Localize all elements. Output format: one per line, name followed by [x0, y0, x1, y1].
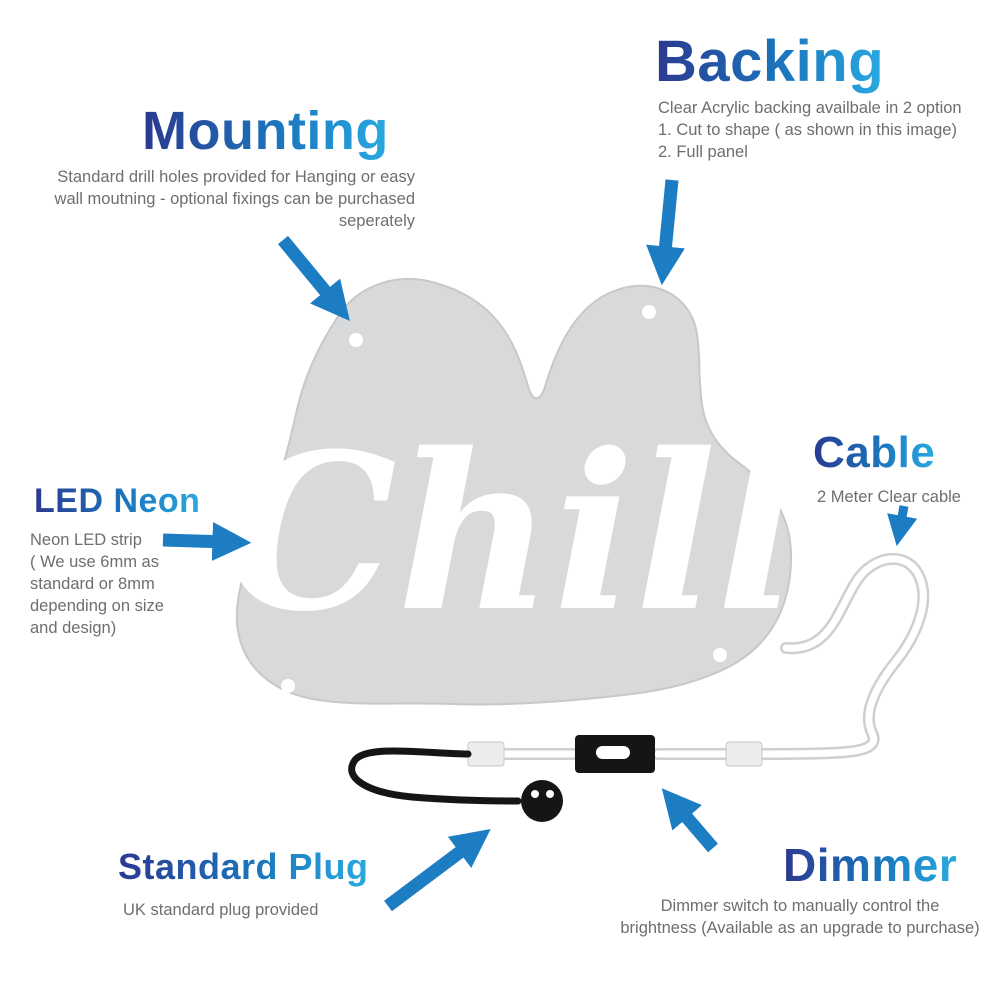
uk-plug: [521, 780, 563, 822]
dimmer-description-line: Dimmer switch to manually control the: [660, 897, 940, 915]
mounting-description-line: seperately: [338, 211, 415, 230]
dimmer-switch: [575, 735, 655, 773]
cable-description: 2 Meter Clear cable: [817, 487, 961, 509]
mounting-hole: [713, 648, 727, 662]
dimmer-title: Dimmer: [783, 839, 958, 891]
led-neon-description-line: and design): [30, 618, 117, 637]
dimmer-arrow-icon: [661, 788, 718, 853]
backing-description: Clear Acrylic backing availbale in 2 opt…: [658, 98, 1000, 164]
mounting-arrow-icon: [277, 235, 350, 322]
standard-plug-description-line: UK standard plug provided: [123, 901, 319, 919]
led-neon-title: LED Neon: [34, 482, 201, 520]
led-neon-description-line: standard or 8mm: [30, 574, 155, 593]
led-neon-description-line: depending on size: [30, 596, 164, 615]
led-neon-description-line: ( We use 6mm as: [30, 552, 159, 571]
backing-description-line: Clear Acrylic backing availbale in 2 opt…: [658, 99, 962, 117]
mounting-description-line: Standard drill holes provided for Hangin…: [57, 168, 415, 186]
led-neon-description-line: Neon LED strip: [30, 531, 142, 549]
neon-sign-word: Chill: [226, 406, 798, 659]
dimmer-description-line: brightness (Available as an upgrade to p…: [620, 918, 980, 937]
mounting-hole: [642, 305, 656, 319]
acrylic-backing-shape: [235, 277, 793, 706]
mounting-description: Standard drill holes provided for Hangin…: [15, 167, 415, 233]
backing-description-line: 2. Full panel: [658, 142, 748, 161]
backing-title: Backing: [655, 29, 885, 94]
led-neon-description: Neon LED strip ( We use 6mm as standard …: [30, 530, 210, 640]
led-neon-arrow-icon: [162, 522, 252, 562]
mounting-description-line: wall moutning - optional fixings can be …: [54, 189, 415, 208]
cable-title: Cable: [813, 428, 936, 477]
cable-arrow-icon: [887, 505, 918, 547]
standard-plug-arrow-icon: [384, 828, 491, 912]
backing-description-line: 1. Cut to shape ( as shown in this image…: [658, 120, 957, 139]
mounting-hole: [349, 333, 363, 347]
standard-plug-description: UK standard plug provided: [123, 900, 318, 922]
dimmer-button: [596, 746, 630, 759]
mounting-title: Mounting: [142, 101, 389, 161]
backing-arrow-icon: [646, 179, 685, 286]
cable-connector: [467, 741, 505, 767]
standard-plug-title: Standard Plug: [118, 846, 369, 887]
cable-connector: [725, 741, 763, 767]
clear-power-cable: [498, 552, 930, 760]
plug-cord: [348, 747, 522, 805]
mounting-hole: [281, 679, 295, 693]
cable-description-line: 2 Meter Clear cable: [817, 488, 961, 506]
dimmer-description: Dimmer switch to manually control the br…: [600, 896, 1000, 940]
